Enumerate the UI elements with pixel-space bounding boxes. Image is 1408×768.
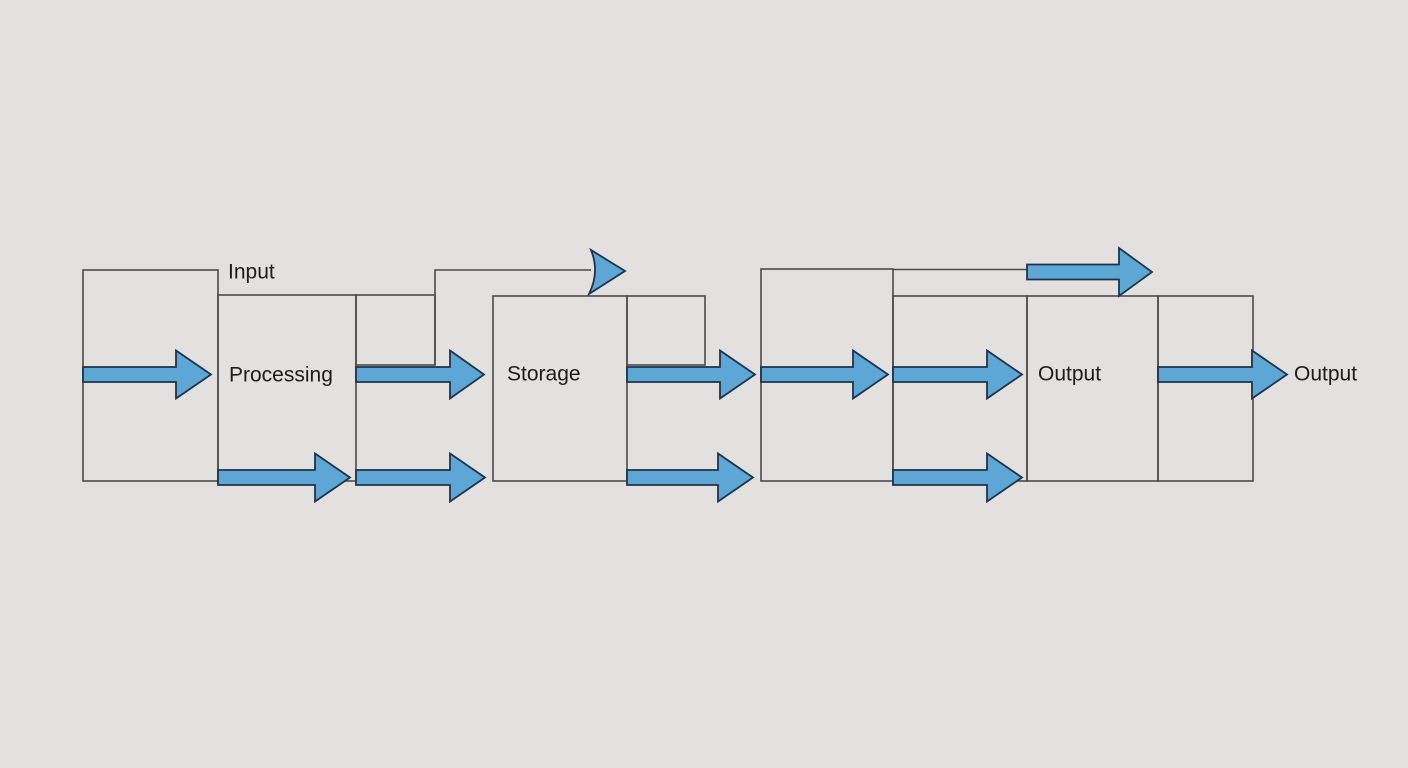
connector-storage-top: [434, 269, 591, 365]
arrow-storage-out-mid: [626, 348, 757, 401]
label-output-end: Output: [1294, 363, 1357, 386]
label-processing: Processing: [229, 364, 333, 387]
arrow-to-storage-mid: [355, 348, 486, 401]
arrow-processing-bottom: [217, 451, 352, 504]
label-input: Input: [228, 261, 275, 284]
label-storage: Storage: [507, 363, 581, 386]
arrow-to-storage-bottom: [355, 451, 487, 504]
box-storage-stub: [626, 295, 706, 366]
arrow-to-output-mid: [892, 348, 1024, 401]
arrow-top-right: [1026, 246, 1154, 298]
arrow-tall-internal: [760, 348, 890, 401]
box-storage: [492, 295, 628, 482]
arrow-storage-out-bottom: [626, 451, 755, 504]
arrowhead-into-storage-top: [586, 247, 627, 297]
arrow-to-output-bottom: [892, 451, 1024, 504]
arrow-output-final: [1157, 348, 1289, 401]
label-output-box: Output: [1038, 363, 1101, 386]
arrow-input-internal: [82, 348, 213, 401]
